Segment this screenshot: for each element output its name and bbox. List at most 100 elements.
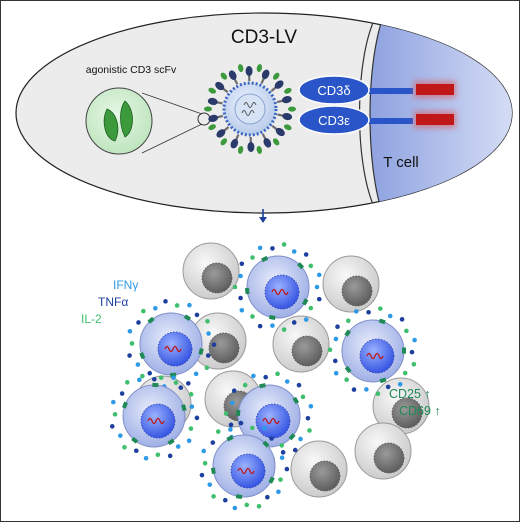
scfv-domain-left — [103, 108, 119, 142]
cd3-receptors: CD3δ CD3ε — [298, 75, 456, 135]
scfv-label: agonistic CD3 scFv — [86, 64, 177, 76]
cytokine-dot — [151, 376, 157, 382]
cytokine-dot — [175, 444, 181, 449]
cytokine-dot — [344, 377, 349, 383]
activation-marker — [139, 352, 146, 360]
scfv-head — [238, 64, 244, 72]
activation-marker — [210, 467, 216, 475]
cytokine-dot — [291, 249, 297, 254]
cytokine-dot — [332, 358, 338, 364]
cd3-delta-label: CD3δ — [317, 83, 350, 98]
cytokine-dot — [232, 505, 238, 511]
activation-marker — [378, 318, 386, 325]
integrated-vector-genome — [164, 345, 182, 353]
cytokine-dot — [351, 387, 357, 392]
scfv-head — [272, 138, 280, 146]
cytokine-dot — [163, 299, 168, 304]
resting-t-cell — [272, 315, 330, 373]
cytokine-dot — [412, 337, 417, 343]
cytokine-dot — [111, 399, 116, 405]
cytokine-dot — [292, 447, 298, 453]
viral-rna-1 — [241, 110, 255, 116]
ifn-label: IFNγ — [113, 278, 138, 292]
activation-marker — [226, 435, 234, 442]
cytokine-dot — [250, 314, 255, 319]
cytokine-dot — [215, 429, 221, 434]
resting-nucleus — [341, 275, 373, 307]
cytokine-dot — [300, 394, 306, 400]
activation-marker — [401, 347, 407, 354]
activation-marker — [147, 316, 155, 324]
cytokine-dot — [211, 494, 216, 499]
resting-t-cell — [372, 377, 430, 435]
lentiviral-vector-panel: CD3-LV agonistic CD3 scFv CD3δ CD3ε — [15, 12, 513, 214]
scfv-head — [273, 72, 280, 80]
cytokine-dot — [129, 341, 135, 346]
cytokine-dot — [133, 448, 139, 454]
cytokine-dot — [207, 482, 213, 487]
signal-domain-delta — [416, 84, 454, 95]
cytokine-dot — [171, 375, 176, 380]
cytokine-dot — [314, 284, 320, 290]
cytokine-dot — [229, 400, 235, 406]
cytokine-dot — [205, 353, 211, 358]
cytokine-dot — [278, 477, 283, 482]
cytokine-dot — [366, 309, 371, 315]
scfv-head — [237, 145, 244, 154]
activation-marker — [259, 383, 266, 389]
cytokine-dot — [385, 384, 391, 390]
cytokine-dot — [167, 453, 173, 459]
env-head — [207, 97, 218, 106]
cytokine-dot — [275, 371, 280, 377]
cytokine-dot — [375, 391, 381, 397]
cytokine-dot — [135, 362, 141, 367]
activation-marker — [288, 433, 296, 441]
cytokine-dot — [239, 307, 245, 313]
cytokine-dot — [127, 353, 132, 358]
cytokine-dot — [136, 320, 141, 325]
integrated-vector-genome — [262, 417, 280, 425]
cytokine-dot — [239, 261, 245, 267]
scfv-zoom-inset — [85, 87, 211, 155]
scfv-head — [208, 124, 216, 131]
scfv-head — [220, 138, 227, 146]
cytokine-dot — [143, 455, 149, 461]
integrated-vector-genome — [366, 352, 384, 360]
envelope-spikes — [204, 64, 296, 154]
cytokine-dot — [316, 296, 322, 302]
integrated-vector-genome — [237, 467, 255, 475]
resting-t-cell — [322, 255, 380, 313]
activated-nucleus — [140, 403, 176, 439]
cytokine-dot — [308, 263, 314, 269]
cytokine-dot — [188, 392, 194, 397]
env-head — [208, 114, 219, 122]
activation-marker — [344, 329, 352, 337]
activation-marker — [152, 382, 159, 388]
cd3-delta — [298, 75, 370, 105]
activated-nucleus — [255, 403, 291, 439]
zoom-line-bottom — [141, 123, 203, 154]
cytokine-dot — [305, 415, 311, 421]
cytokine-dot — [232, 284, 238, 290]
activation-marker — [292, 396, 300, 405]
resting-t-cell — [182, 242, 240, 300]
scfv-head — [256, 146, 262, 154]
activated-nucleus — [230, 453, 266, 489]
cytokine-dot — [178, 385, 184, 390]
cytokine-dot — [257, 323, 263, 329]
cytokine-dot — [281, 327, 287, 332]
scfv-head — [208, 87, 216, 94]
cytokine-dot — [206, 331, 211, 336]
cytokine-dot — [284, 379, 290, 384]
cytokine-dot — [378, 306, 383, 311]
cytokine-dot — [346, 318, 351, 324]
cytokine-dot — [353, 309, 359, 314]
scfv-head — [256, 64, 263, 73]
scfv-domain-right — [120, 100, 133, 138]
cytokine-dot — [189, 404, 195, 409]
cytokine-dot — [199, 472, 205, 478]
cytokine-dot — [242, 382, 248, 388]
env-head — [261, 69, 270, 80]
activation-marker — [183, 314, 192, 321]
